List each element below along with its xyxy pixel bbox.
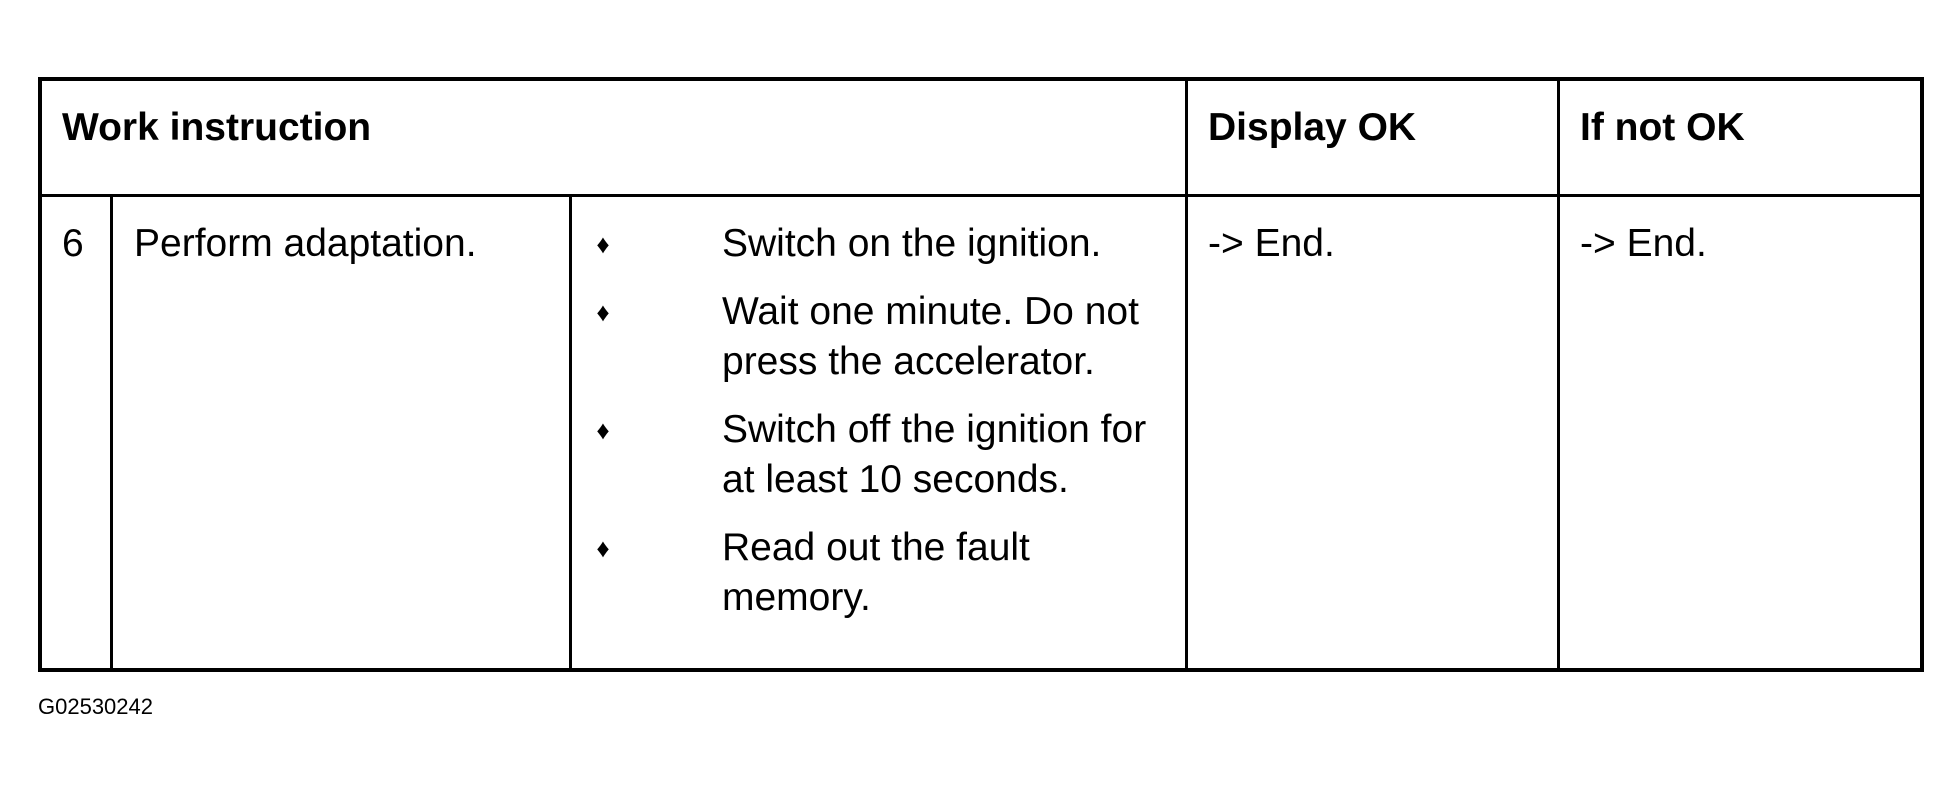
step-text-continued: press the accelerator. [722,340,1095,383]
if-not-ok-result: -> End. [1580,222,1707,265]
diamond-icon: ♦ [596,533,610,563]
figure-id: G02530242 [38,694,153,719]
column-divider [1557,81,1560,668]
header-if-not-ok: If not OK [1580,106,1745,149]
step-text-continued: at least 10 seconds. [722,458,1069,501]
column-divider [569,197,572,668]
diamond-icon: ♦ [596,415,610,445]
diamond-icon: ♦ [596,229,610,259]
instruction-steps-list: ♦ Switch on the ignition. ♦ Wait one min… [591,219,1146,641]
step-text-continued: memory. [722,576,871,619]
header-divider [42,194,1920,197]
list-item: ♦ Switch off the ignition for at least 1… [591,405,1146,505]
list-item: ♦ Read out the fault memory. [591,523,1146,623]
list-item: ♦ Switch on the ignition. [591,219,1146,269]
step-text: Switch off the ignition for [722,408,1147,451]
column-divider [1185,81,1188,668]
step-text: Wait one minute. Do not [722,290,1139,333]
list-item: ♦ Wait one minute. Do not press the acce… [591,287,1146,387]
column-divider [110,197,113,668]
step-text: Switch on the ignition. [722,222,1102,265]
diamond-icon: ♦ [596,297,610,327]
display-ok-result: -> End. [1208,222,1335,265]
step-action: Perform adaptation. [134,222,477,265]
header-work-instruction: Work instruction [62,106,372,149]
header-display-ok: Display OK [1208,106,1417,149]
step-text: Read out the fault [722,526,1030,569]
step-number: 6 [62,222,84,265]
work-instruction-table: Work instruction Display OK If not OK 6 … [38,77,1924,672]
